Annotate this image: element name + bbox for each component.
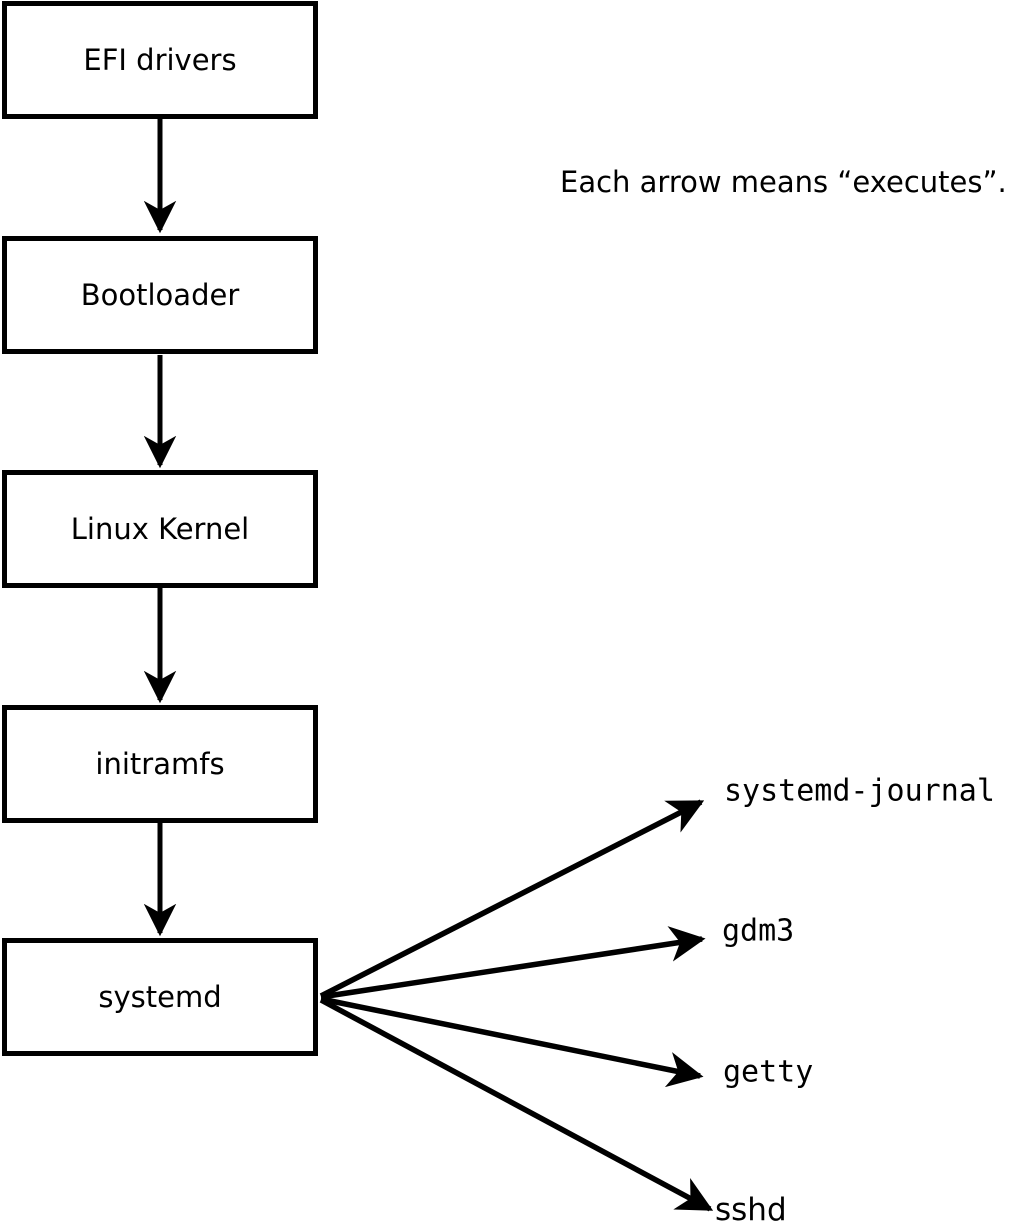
legend-note: Each arrow means “executes”. — [560, 165, 1007, 199]
node-linux-kernel: Linux Kernel — [2, 470, 318, 588]
node-systemd: systemd — [2, 938, 318, 1056]
node-linux-kernel-label: Linux Kernel — [70, 512, 250, 546]
node-systemd-label: systemd — [98, 980, 222, 1014]
node-initramfs: initramfs — [2, 705, 318, 823]
label-systemd-journal: systemd-journal — [724, 773, 995, 809]
node-efi-drivers-label: EFI drivers — [83, 43, 237, 77]
node-bootloader: Bootloader — [2, 236, 318, 354]
node-bootloader-label: Bootloader — [80, 278, 240, 312]
label-getty: getty — [723, 1054, 814, 1090]
node-efi-drivers: EFI drivers — [2, 1, 318, 119]
arrow-systemd-to-sshd — [319, 997, 714, 1212]
label-sshd: sshd — [715, 1192, 787, 1228]
label-gdm3: gdm3 — [722, 913, 795, 949]
node-initramfs-label: initramfs — [95, 747, 225, 781]
arrow-systemd-to-gdm3 — [320, 926, 706, 1000]
arrow-systemd-to-systemd-journal — [319, 799, 705, 999]
arrow-systemd-to-getty — [320, 996, 704, 1088]
